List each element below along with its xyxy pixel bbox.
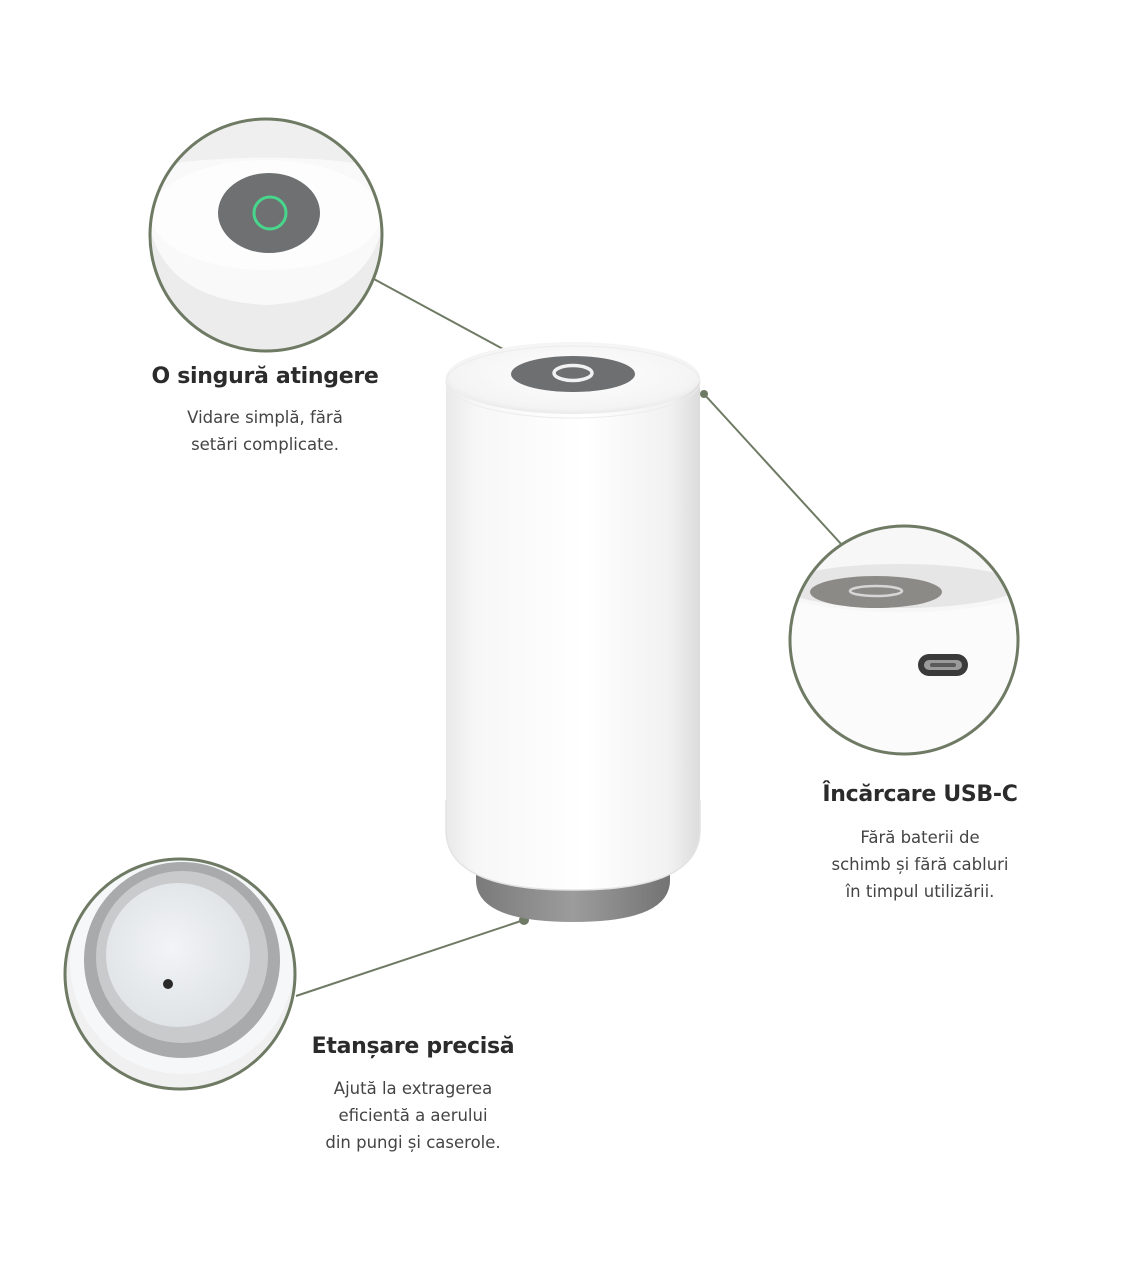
feature-desc-line: Ajută la extragerea — [333, 1079, 493, 1098]
air-hole-icon — [163, 979, 173, 989]
feature-title-usb: Încărcare USB-C — [822, 782, 1018, 807]
feature-title-seal: Etanșare precisă — [311, 1034, 515, 1059]
connector-lines — [295, 277, 843, 997]
connector-dot-usb — [700, 390, 708, 398]
usb-top-button — [810, 576, 942, 608]
feature-desc-line: Fără baterii de — [860, 828, 980, 847]
detail-circle-touch — [148, 117, 384, 353]
vacuum-pump-device — [445, 342, 701, 922]
feature-desc-line: în timpul utilizării. — [845, 882, 995, 901]
connector-line-seal — [295, 919, 525, 997]
device-body — [446, 378, 700, 890]
feature-desc-seal: Ajută la extragerea eficientă a aerului … — [268, 1075, 558, 1156]
touch-button-closeup — [218, 173, 320, 253]
feature-desc-line: Vidare simplă, fără — [187, 408, 343, 427]
detail-circle-usb — [788, 524, 1020, 756]
seal-inner-surface — [106, 883, 250, 1027]
detail-circle-seal — [63, 857, 297, 1091]
power-ring-icon — [552, 363, 594, 383]
feature-desc-line: din pungi și caserole. — [325, 1133, 501, 1152]
feature-title-touch: O singură atingere — [151, 364, 379, 389]
feature-desc-line: schimb și fără cabluri — [831, 855, 1009, 874]
feature-desc-touch: Vidare simplă, fără setări complicate. — [120, 404, 410, 458]
feature-desc-line: eficientă a aerului — [338, 1106, 488, 1125]
connector-line-touch — [371, 277, 515, 356]
feature-desc-usb: Fără baterii de schimb și fără cabluri î… — [770, 824, 1070, 905]
feature-desc-line: setări complicate. — [191, 435, 339, 454]
device-power-button — [511, 356, 635, 392]
connector-line-usb — [703, 393, 843, 546]
power-ring-icon — [252, 195, 288, 231]
